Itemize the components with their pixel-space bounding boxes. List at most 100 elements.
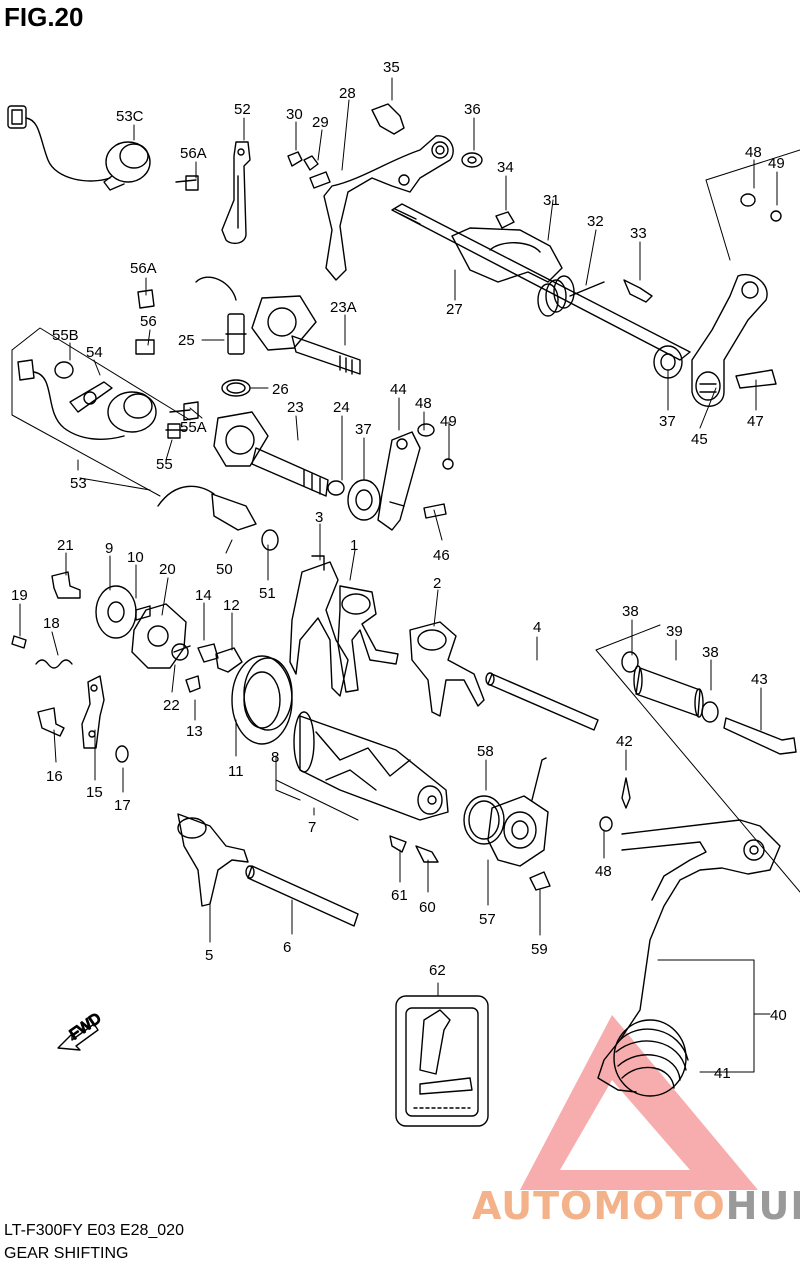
shaft-23 — [213, 411, 454, 531]
gearshift-shaft-31 — [391, 203, 691, 361]
part-label: 56A — [130, 260, 157, 277]
part-label: 28 — [339, 85, 356, 102]
part-label: 58 — [477, 743, 494, 760]
part-label: 53 — [70, 475, 87, 492]
part-label: 19 — [11, 587, 28, 604]
watermark-text-primary: AUTOMOTO — [472, 1184, 726, 1228]
part-label: 21 — [57, 537, 74, 554]
shift-fork-5 — [177, 813, 249, 907]
part-label: 29 — [312, 114, 329, 131]
part-label: 15 — [86, 784, 103, 801]
part-label: 55B — [52, 327, 79, 344]
part-label: 56 — [140, 313, 157, 330]
figure-title: FIG.20 — [4, 2, 84, 32]
part-label: 16 — [46, 768, 63, 785]
figure-code: LT-F300FY E03 E28_020 — [4, 1222, 184, 1239]
part-label: 46 — [433, 547, 450, 564]
part-label: 60 — [419, 899, 436, 916]
watermark-text-secondary: HUB — [725, 1184, 800, 1228]
part-label: 6 — [283, 939, 291, 956]
watermark-triangle — [520, 1015, 758, 1190]
part-label: 61 — [391, 887, 408, 904]
cam-plate-20 — [51, 571, 191, 669]
part-label: 43 — [751, 671, 768, 688]
figure-caption: GEAR SHIFTING — [4, 1245, 129, 1262]
part-label: 37 — [659, 413, 676, 430]
part-label: 57 — [479, 911, 496, 928]
part-label: 48 — [595, 863, 612, 880]
harness-53c — [7, 105, 199, 191]
fork-shaft-4 — [485, 672, 599, 731]
shift-fork-2 — [409, 621, 485, 717]
part-label: 12 — [223, 597, 240, 614]
part-label: 10 — [127, 549, 144, 566]
shift-pattern-label-62 — [395, 995, 489, 1127]
part-label: 48 — [745, 144, 762, 161]
part-label: 39 — [666, 623, 683, 640]
part-label: 53C — [116, 108, 144, 125]
part-label: 38 — [702, 644, 719, 661]
bracket-52 — [221, 141, 251, 245]
part-label: 48 — [415, 395, 432, 412]
part-label: 20 — [159, 561, 176, 578]
part-label: 9 — [105, 540, 113, 557]
sensor-50 — [157, 485, 279, 551]
part-label: 13 — [186, 723, 203, 740]
gearshift-cam-drum-8 — [231, 655, 449, 821]
part-label: 47 — [747, 413, 764, 430]
part-label: 11 — [228, 763, 244, 780]
part-label: 37 — [355, 421, 372, 438]
part-label: 62 — [429, 962, 446, 979]
part-label: 4 — [533, 619, 541, 636]
linkage-39 — [621, 651, 797, 809]
sensor-harness-53 — [17, 289, 199, 440]
part-label: 7 — [308, 819, 316, 836]
cam-stopper-parts — [11, 635, 243, 763]
part-label: 54 — [86, 344, 103, 361]
part-label: 27 — [446, 301, 463, 318]
part-label: 1 — [350, 537, 358, 554]
shaft-23a — [195, 276, 361, 397]
shift-arm-28 — [287, 103, 515, 281]
part-label: 14 — [195, 587, 212, 604]
shift-lever-45 — [653, 193, 782, 407]
shift-fork-3 — [289, 555, 349, 697]
part-label: 49 — [440, 413, 457, 430]
part-label: 56A — [180, 145, 207, 162]
neutral-switch-57 — [389, 757, 551, 891]
forward-direction-arrow — [57, 1023, 99, 1051]
part-label: 35 — [383, 59, 400, 76]
part-label: 44 — [390, 381, 407, 398]
part-label: 22 — [163, 697, 180, 714]
part-label: 50 — [216, 561, 233, 578]
part-label: 5 — [205, 947, 213, 964]
part-label: 25 — [178, 332, 195, 349]
part-label: 40 — [770, 1007, 787, 1024]
part-label: 18 — [43, 615, 60, 632]
part-label: 23A — [330, 299, 357, 316]
part-label: 33 — [630, 225, 647, 242]
part-label: 55A — [180, 419, 207, 436]
part-label: 24 — [333, 399, 350, 416]
part-label: 36 — [464, 101, 481, 118]
part-label: 41 — [714, 1065, 731, 1082]
part-label: 42 — [616, 733, 633, 750]
part-label: 34 — [497, 159, 514, 176]
gearshift-pedal-40 — [597, 816, 781, 1097]
fork-shaft-6 — [245, 865, 359, 927]
part-label: 52 — [234, 101, 251, 118]
part-label: 26 — [272, 381, 289, 398]
part-label: 31 — [543, 192, 560, 209]
part-label: 23 — [287, 399, 304, 416]
watermark-logo: AUTOMOTOHUB — [472, 1184, 800, 1228]
part-label: 55 — [156, 456, 173, 473]
part-label: 59 — [531, 941, 548, 958]
part-label: 45 — [691, 431, 708, 448]
leader-lines — [19, 77, 778, 1073]
part-label: 3 — [315, 509, 323, 526]
part-label: 38 — [622, 603, 639, 620]
part-number-labels: 35 28 36 52 30 29 53C 56A 34 31 32 33 48… — [11, 59, 787, 1082]
shift-fork-1 — [337, 585, 399, 693]
part-label: 8 — [271, 749, 279, 766]
